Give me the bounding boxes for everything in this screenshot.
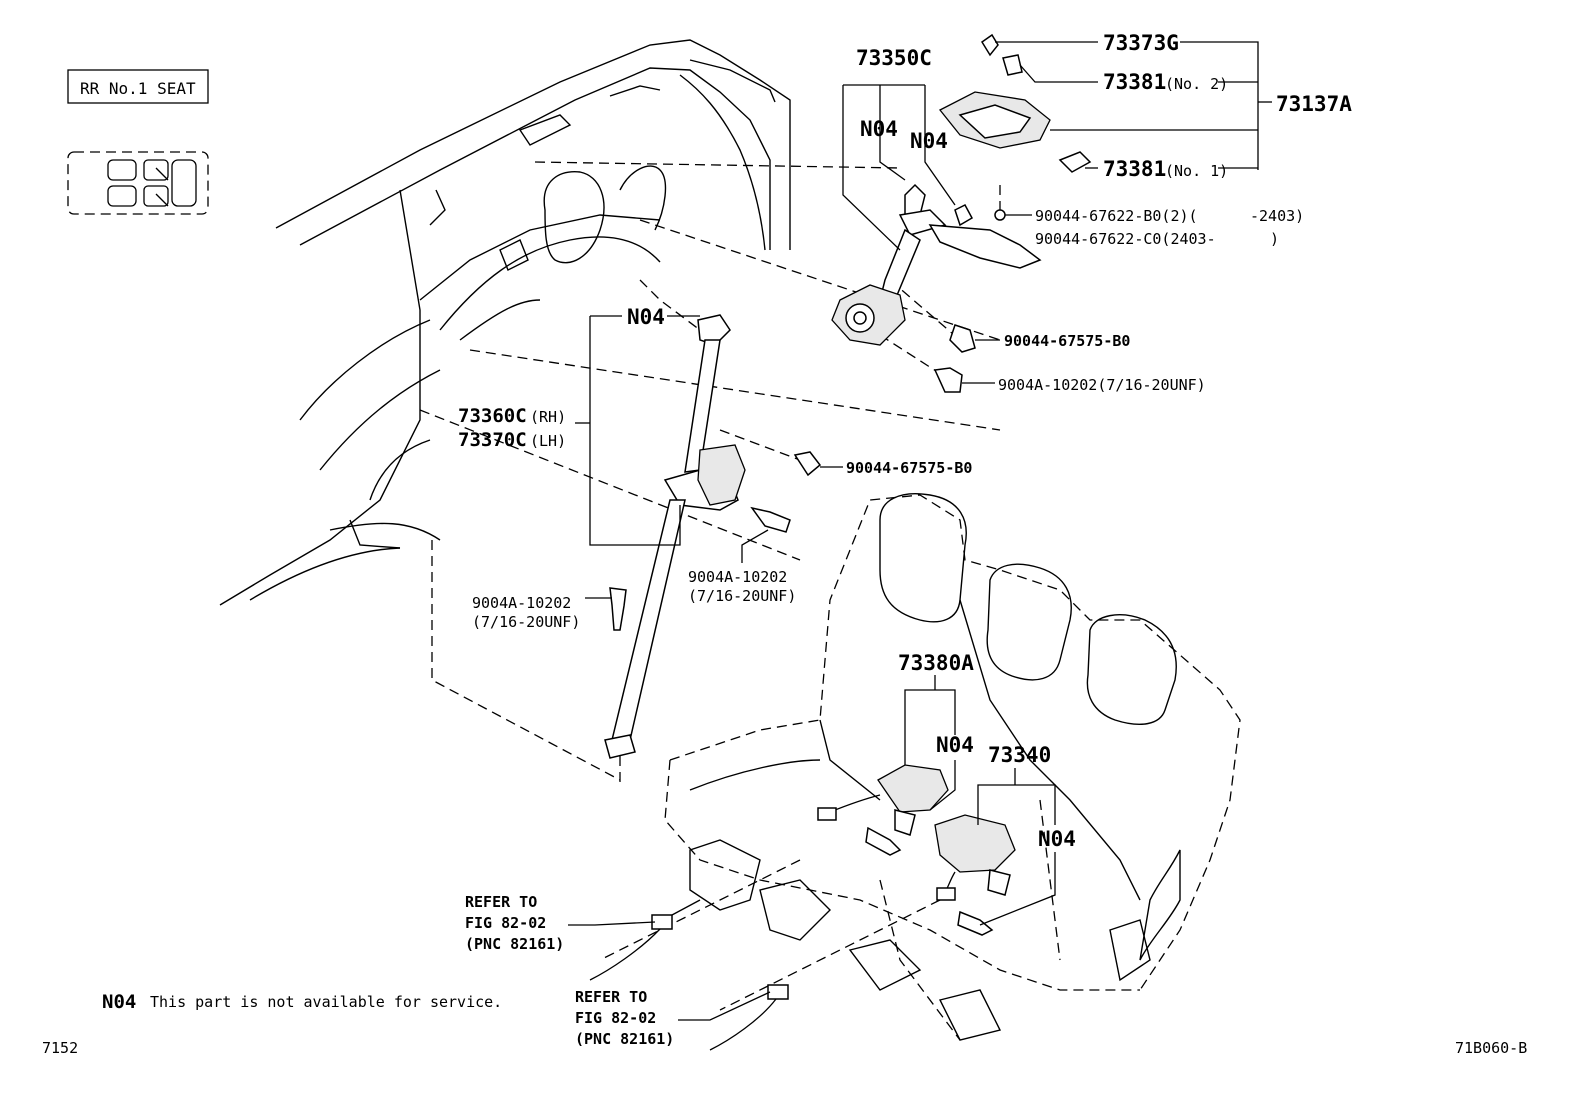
footnote-code: N04 — [102, 991, 136, 1013]
part-number-73381-no1: 73381 — [1103, 157, 1166, 181]
rear-seat-outline — [664, 493, 1241, 1041]
bolt-number-90044-67622-C0: 90044-67622-C0(2403- — [1035, 230, 1216, 248]
vehicle-body-outline — [219, 39, 791, 606]
roof-bracket-assembly-73137A — [938, 33, 1092, 221]
footer-right-code: 71B060-B — [1455, 1039, 1527, 1057]
bolt-10202-upper — [933, 367, 963, 393]
refer-note-1-line3: (PNC 82161) — [465, 935, 564, 953]
bolt-thread-9004A-10202-lower: (7/16-20UNF) — [472, 613, 580, 631]
footnote: N04 This part is not available for servi… — [102, 991, 502, 1013]
bolt-number-90044-67575-B0-upper: 90044-67575-B0 — [1004, 332, 1130, 350]
not-serviceable-mark: N04 — [627, 305, 665, 329]
part-number-73360C-suffix: (RH) — [530, 408, 566, 426]
refer-note-1-line2: FIG 82-02 — [465, 914, 546, 932]
bolt-73380A — [865, 826, 902, 856]
bolt-thread-9004A-10202-mid: (7/16-20UNF) — [688, 587, 796, 605]
refer-note-2-line1: REFER TO — [575, 988, 647, 1006]
part-number-73340: 73340 — [988, 743, 1051, 767]
seat-position-box: RR No.1 SEAT — [67, 69, 209, 104]
part-number-73380A: 73380A — [898, 651, 974, 675]
part-number-73373G: 73373G — [1103, 31, 1179, 55]
part-number-73370C-suffix: (LH) — [530, 432, 566, 450]
part-number-73360C: 73360C — [458, 405, 527, 427]
footnote-text: This part is not available for service. — [150, 993, 502, 1011]
bolt-range-b0: -2403) — [1250, 207, 1304, 225]
part-number-73137A: 73137A — [1276, 92, 1352, 116]
seat-layout-icon — [67, 151, 209, 215]
seat-buckle-73340 — [934, 814, 1016, 901]
part-number-73350C: 73350C — [856, 46, 932, 70]
bolt-67575-lower — [793, 451, 822, 477]
not-serviceable-mark: N04 — [860, 117, 898, 141]
shoulder-belt-73360C — [604, 314, 746, 759]
footer-left-code: 7152 — [42, 1039, 78, 1057]
upper-belt-retractor-73350C — [831, 183, 1042, 346]
not-serviceable-mark: N04 — [1038, 827, 1076, 851]
refer-note-2-line3: (PNC 82161) — [575, 1030, 674, 1048]
bolt-number-90044-67575-B0-lower: 90044-67575-B0 — [846, 459, 972, 477]
callout-labels: 73350C 73373G 73381 (No. 2) 73137A 73381… — [458, 31, 1352, 1048]
bolt-number-9004A-10202-upper: 9004A-10202(7/16-20UNF) — [998, 376, 1206, 394]
connectors — [589, 899, 789, 1051]
not-serviceable-mark: N04 — [910, 129, 948, 153]
bolt-number-9004A-10202-mid: 9004A-10202 — [688, 568, 787, 586]
seat-position-label: RR No.1 SEAT — [80, 79, 196, 98]
part-number-73381-no1-suffix: (No. 1) — [1165, 162, 1228, 180]
leader-lines — [568, 41, 1272, 1021]
part-number-73381-no2: 73381 — [1103, 70, 1166, 94]
refer-note-1-line1: REFER TO — [465, 893, 537, 911]
bolt-73340 — [957, 910, 994, 936]
bolt-10202-mid — [750, 506, 791, 533]
dashed-guides — [419, 161, 1001, 1011]
not-serviceable-mark: N04 — [936, 733, 974, 757]
refer-note-2-line2: FIG 82-02 — [575, 1009, 656, 1027]
seat-buckle-73380A — [817, 764, 949, 836]
part-number-73381-no2-suffix: (No. 2) — [1165, 75, 1228, 93]
bolt-number-90044-67622-B0: 90044-67622-B0(2)( — [1035, 207, 1198, 225]
bolts — [609, 324, 994, 936]
bolt-number-9004A-10202-lower: 9004A-10202 — [472, 594, 571, 612]
bolt-range-c0: ) — [1270, 230, 1279, 248]
bolt-10202-lower — [609, 587, 627, 631]
part-number-73370C: 73370C — [458, 429, 527, 451]
bolt-67575-upper — [949, 324, 976, 353]
